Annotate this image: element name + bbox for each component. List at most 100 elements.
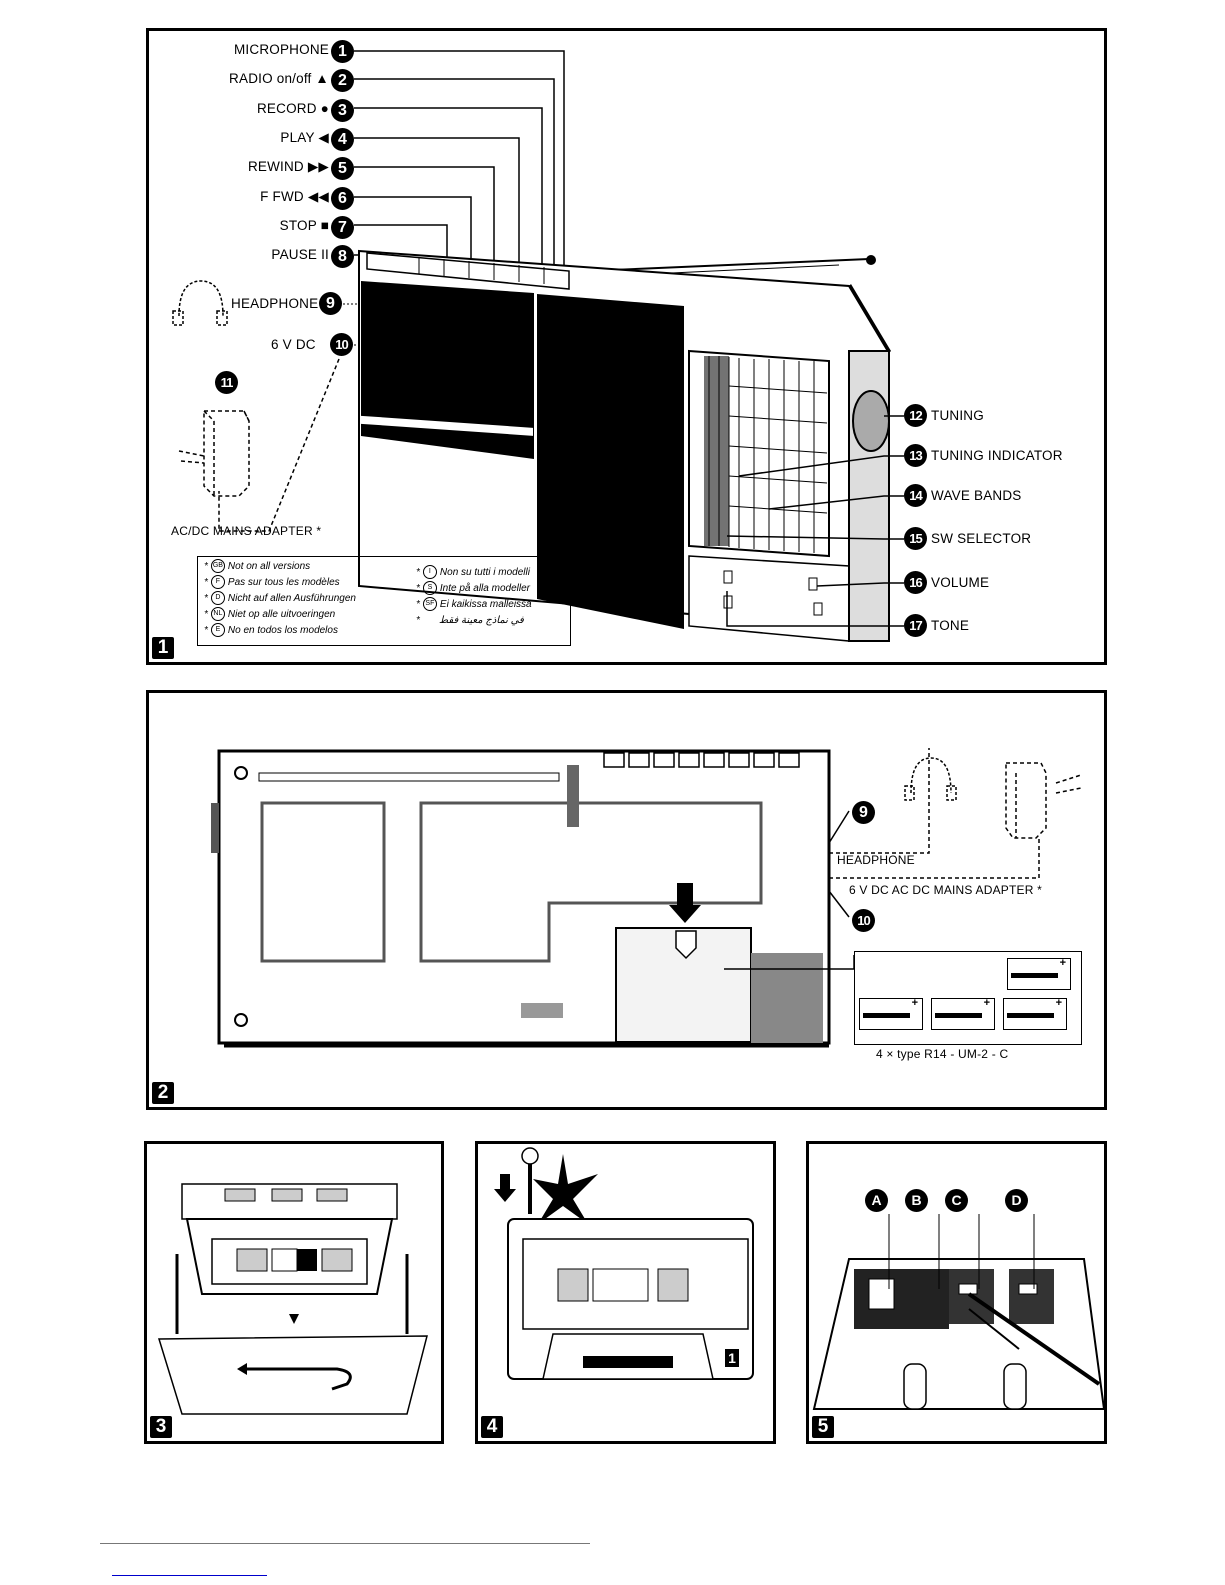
asterisk: *	[204, 577, 208, 588]
figure-3-cassette-insert: 3	[144, 1141, 444, 1444]
language-code-i: I	[422, 565, 437, 580]
callout-label-microphone: MICROPHONE	[233, 42, 329, 57]
callout-label-radio: RADIO on/off ▲	[229, 71, 329, 87]
note-text: Not on all versions	[227, 561, 311, 572]
dc-adapter-label: 6 V DC AC DC MAINS ADAPTER *	[849, 883, 1042, 897]
callout-label-play: PLAY ◀	[280, 129, 329, 145]
asterisk: *	[416, 615, 420, 626]
callout-c: C	[945, 1189, 968, 1212]
callout-4: 4	[331, 127, 354, 151]
callout-label-pause: PAUSE II	[271, 247, 329, 263]
right-leader-lines	[726, 415, 904, 627]
panel-number-3: 3	[150, 1416, 172, 1438]
note-text: No en todos los modelos	[227, 625, 338, 636]
battery-plus: +	[1059, 957, 1066, 969]
callout-9: 9	[852, 801, 875, 824]
battery-stripe	[935, 1013, 982, 1018]
callout-8: 8	[331, 245, 354, 269]
callout-label-record: RECORD ●	[256, 100, 329, 116]
panel-number-1: 1	[152, 637, 174, 659]
asterisk: *	[416, 583, 420, 594]
note-text: Nicht auf allen Ausführungen	[227, 593, 356, 604]
figure-2-rear-battery: 9 HEADPHONE 6 V DC AC DC MAINS ADAPTER *…	[146, 690, 1107, 1110]
language-code-nl: NL	[210, 607, 225, 622]
dashed-connector-lines	[218, 303, 361, 532]
callout-b: B	[905, 1189, 928, 1212]
note-row: *في نماذج معينة فقط	[416, 613, 532, 629]
language-code-e: E	[210, 623, 225, 638]
asterisk: *	[204, 593, 208, 604]
battery-icon: +	[859, 997, 923, 1030]
note-text: Pas sur tous les modèles	[227, 577, 340, 588]
callout-3: 3	[331, 98, 354, 122]
language-code-sf: SF	[422, 597, 437, 612]
callout-label-volume: VOLUME	[931, 575, 990, 590]
callout-12: 12	[904, 404, 927, 427]
callout-label-tuning: TUNING	[931, 408, 984, 423]
battery-plus: +	[911, 997, 918, 1009]
language-code-gb: GB	[210, 559, 225, 574]
battery-icon: +	[1007, 957, 1071, 990]
note-text: Niet op alle uitvoeringen	[227, 609, 336, 620]
mains-adapter-icon	[178, 410, 250, 497]
callout-10: 10	[330, 333, 353, 356]
callout-16: 16	[904, 571, 927, 594]
callout-d: D	[1005, 1189, 1028, 1212]
callout-label-wave-bands: WAVE BANDS	[931, 488, 1022, 503]
callout-a: A	[865, 1189, 888, 1212]
note-text: Inte på alla modeller	[439, 583, 530, 594]
callout-6: 6	[331, 186, 354, 210]
battery-plus: +	[1055, 997, 1062, 1009]
cassette-side-label: 1	[725, 1349, 739, 1367]
callout-label-rewind: REWIND ▶▶	[247, 159, 329, 175]
footer-link-underline	[112, 1575, 267, 1576]
callout-label-f-fwd: F FWD ◀◀	[260, 188, 329, 204]
asterisk: *	[204, 625, 208, 636]
battery-icon: +	[931, 997, 995, 1030]
headphone-icon	[172, 280, 228, 326]
dc-input-label: 6 V DC	[271, 337, 316, 352]
asterisk: *	[204, 609, 208, 620]
callout-13: 13	[904, 444, 927, 467]
language-code-s: S	[422, 581, 437, 596]
callout-11: 11	[215, 371, 238, 394]
callout-9: 9	[319, 292, 342, 315]
callout-7: 7	[331, 215, 354, 239]
tape-head-illustration	[812, 1214, 1106, 1410]
callout-label-tone: TONE	[931, 618, 970, 633]
battery-plus: +	[983, 997, 990, 1009]
battery-stripe	[863, 1013, 910, 1018]
battery-caption: 4 × type R14 - UM-2 - C	[876, 1047, 1009, 1061]
panel-number-2: 2	[152, 1082, 174, 1104]
callout-label-tuning-indicator: TUNING INDICATOR	[931, 448, 1063, 463]
callout-5: 5	[331, 157, 354, 181]
radio-cassette-front-illustration	[358, 249, 891, 642]
figure-4-erase-protection: 1 4	[475, 1141, 776, 1444]
language-code-d: D	[210, 591, 225, 606]
cassette-tab-illustration	[494, 1147, 754, 1380]
mains-adapter-icon	[1005, 762, 1082, 839]
battery-stripe	[1011, 973, 1058, 978]
note-text: Ei kaikissa malleissa	[439, 599, 532, 610]
battery-box: + + + +	[854, 951, 1082, 1045]
callout-2: 2	[331, 69, 354, 93]
battery-stripe	[1007, 1013, 1054, 1018]
asterisk: *	[204, 561, 208, 572]
callout-10: 10	[852, 909, 875, 932]
callout-1: 1	[331, 40, 354, 63]
headphone-icon	[904, 757, 957, 801]
headphone-label: HEADPHONE	[837, 853, 915, 867]
